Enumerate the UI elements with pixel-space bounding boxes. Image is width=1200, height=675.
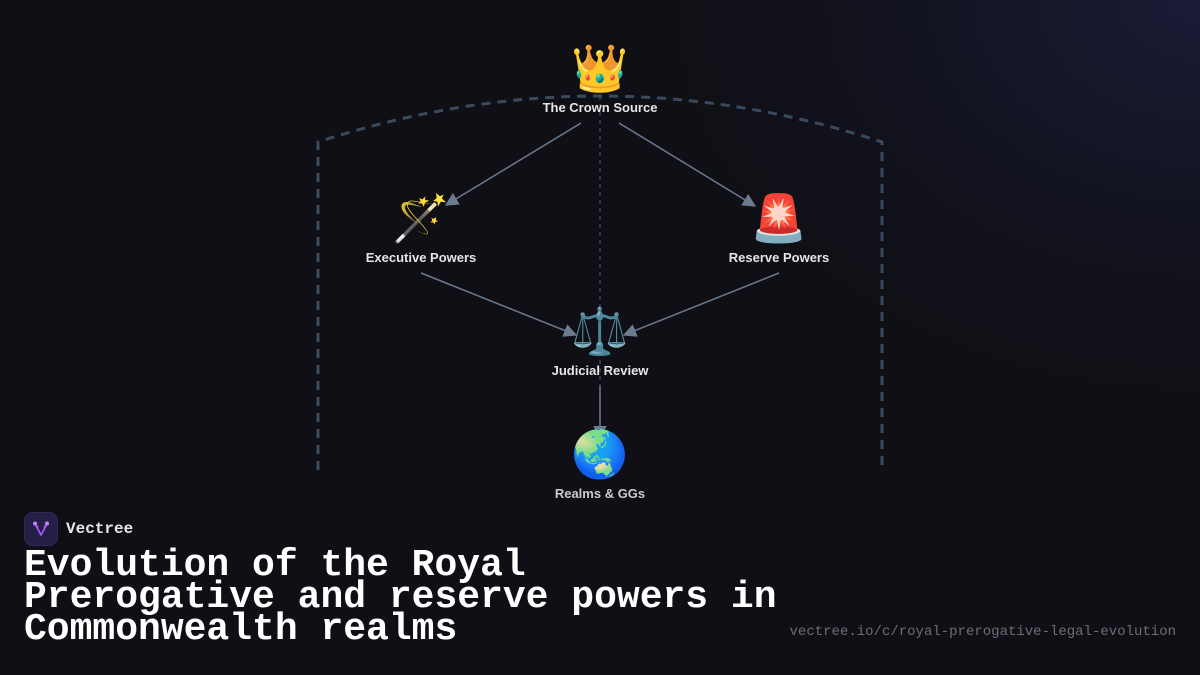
crown-icon: 👑	[571, 42, 629, 94]
edge-reserve-judicial	[622, 272, 780, 337]
siren-light-icon: 🚨	[750, 192, 808, 244]
edge-executive-judicial	[420, 272, 578, 337]
brand: Vectree	[24, 512, 133, 546]
node-label: Executive Powers	[365, 250, 477, 265]
source-url[interactable]: vectree.io/c/royal-prerogative-legal-evo…	[789, 624, 1176, 640]
scales-icon: ⚖️	[571, 305, 629, 357]
node-label: Judicial Review	[551, 363, 649, 378]
page-title: Evolution of the Royal Prerogative and r…	[24, 544, 777, 651]
magic-wand-icon: 🪄	[392, 192, 450, 244]
node-crown-source[interactable]: 👑 The Crown Source	[543, 40, 658, 115]
brand-name: Vectree	[66, 520, 134, 538]
node-realms-ggs[interactable]: 🌏 Realms & GGs	[555, 426, 645, 501]
node-executive-powers[interactable]: 🪄 Executive Powers	[366, 190, 477, 265]
edge-crown-executive	[444, 122, 582, 206]
node-label: The Crown Source	[542, 100, 658, 115]
node-label: Realms & GGs	[554, 486, 646, 501]
node-label: Reserve Powers	[728, 250, 830, 265]
edge-crown-reserve	[618, 122, 757, 207]
node-judicial-review[interactable]: ⚖️ Judicial Review	[552, 303, 649, 378]
node-reserve-powers[interactable]: 🚨 Reserve Powers	[729, 190, 829, 265]
globe-asia-australia-icon: 🌏	[571, 428, 629, 480]
vectree-logo-icon	[24, 512, 58, 546]
